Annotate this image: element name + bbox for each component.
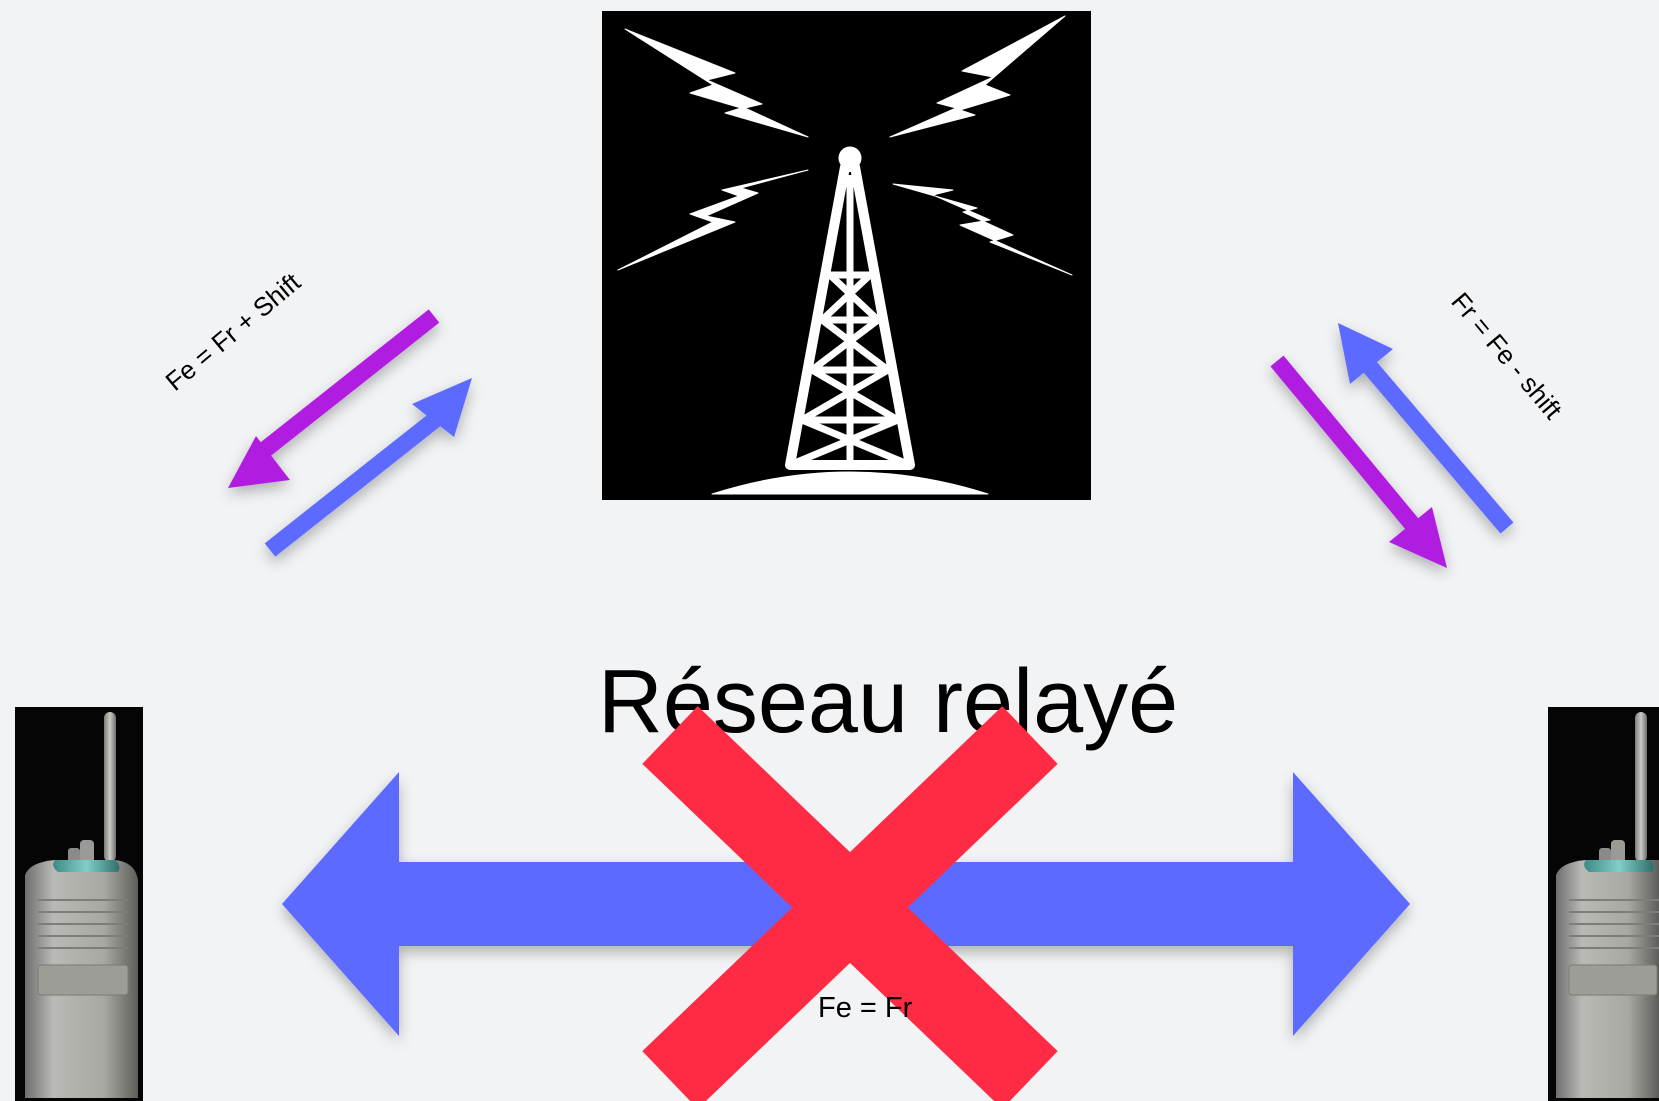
- lightning-bolt-icon: [624, 28, 809, 138]
- direct-link-label: Fe = Fr: [818, 992, 913, 1024]
- arrow-downlink-right: [1270, 355, 1447, 568]
- radio-tower-icon: [602, 11, 1091, 500]
- arrow-uplink-right: [1338, 323, 1514, 534]
- uplink-right-arrows: [1270, 323, 1514, 568]
- arrow-downlink-left: [228, 309, 440, 488]
- tower-lattice: [788, 175, 912, 469]
- walkie-talkie-icon: [1548, 707, 1659, 1101]
- arrow-uplink-left: [264, 378, 472, 557]
- cross-icon: [642, 706, 1058, 1101]
- uplink-left-arrows: [228, 309, 472, 557]
- lightning-bolt-icon: [889, 15, 1066, 138]
- walkie-talkie-icon: [15, 707, 143, 1101]
- lightning-bolt-icon: [892, 183, 1073, 276]
- lightning-bolt-icon: [617, 169, 809, 271]
- uplink-right-label: Fr = Fe - shift: [1445, 287, 1568, 426]
- tower-base-mound: [711, 471, 989, 495]
- uplink-left-label: Fe = Fr + Shift: [160, 266, 307, 396]
